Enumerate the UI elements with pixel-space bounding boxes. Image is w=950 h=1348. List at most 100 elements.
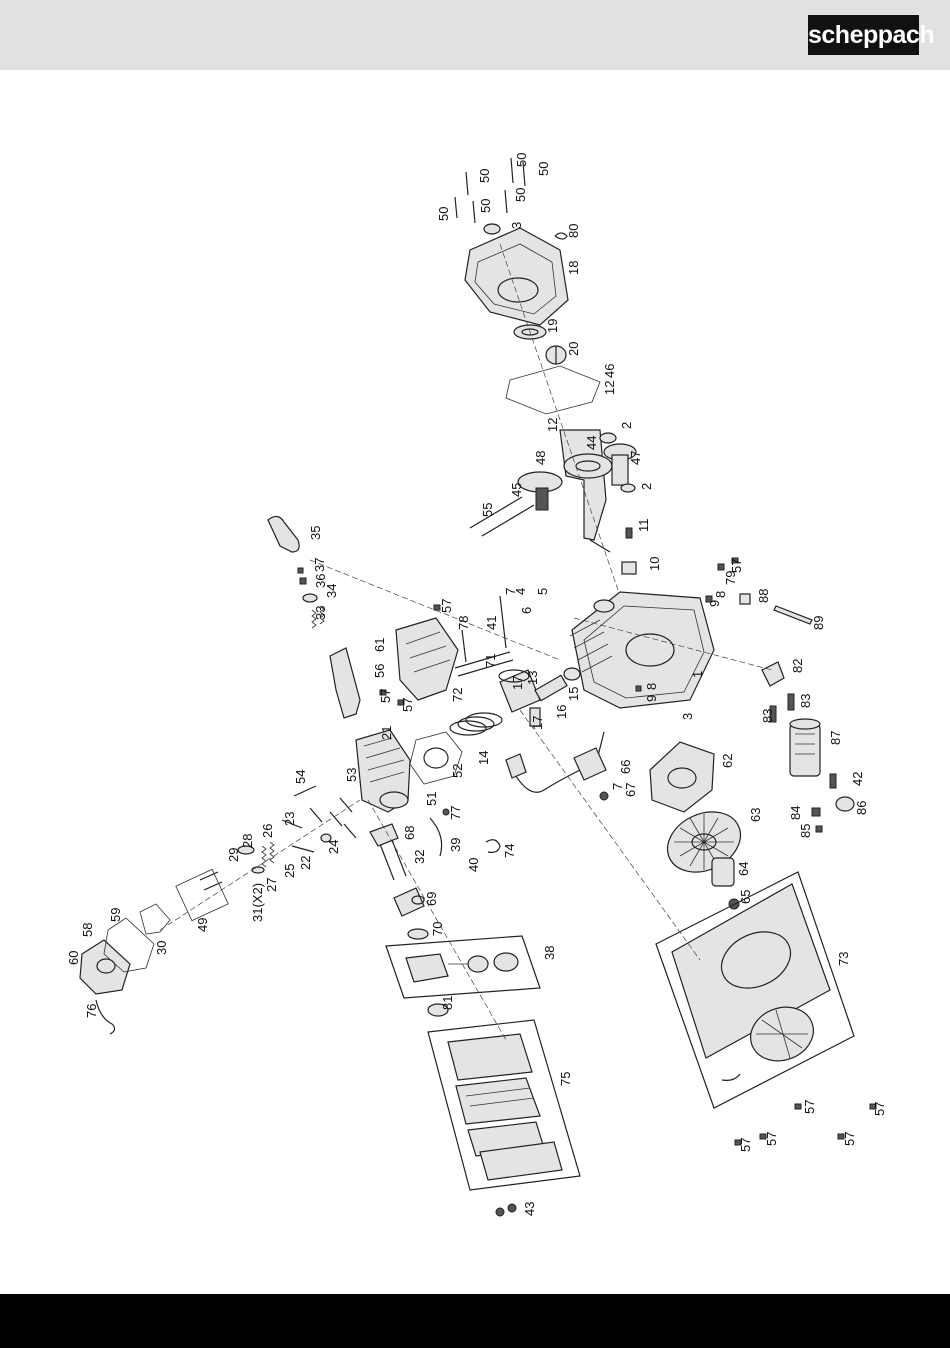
callout-c85: 85 [798, 824, 813, 838]
plug-cap [505, 753, 527, 779]
callout-c3a: 3 [509, 222, 524, 229]
callout-c39: 39 [448, 838, 463, 852]
callout-c41: 41 [484, 616, 499, 630]
callout-c57h: 57 [764, 1132, 779, 1146]
callout-c24: 24 [326, 840, 341, 854]
callout-c57f: 57 [872, 1102, 887, 1116]
callout-c56: 56 [372, 664, 387, 678]
callout-c10: 10 [647, 557, 662, 571]
pushrods-71-72 [454, 651, 511, 669]
callout-c21: 21 [379, 726, 394, 740]
callout-c83a: 83 [798, 694, 813, 708]
rod-41 [499, 595, 507, 649]
clip-77 [442, 808, 450, 816]
callout-c52: 52 [450, 764, 465, 778]
callout-c66: 66 [618, 760, 633, 774]
callout-c12b: 12 [602, 381, 617, 395]
clamp-74 [485, 839, 501, 853]
callout-c50c: 50 [536, 162, 551, 176]
callout-c50a: 50 [477, 169, 492, 183]
callout-c53: 53 [344, 768, 359, 782]
callout-c30: 30 [154, 941, 169, 955]
gasket-46 [505, 365, 601, 415]
callout-c18: 18 [566, 261, 581, 275]
callout-c9b: 9 [644, 695, 659, 702]
callout-c14: 14 [476, 751, 491, 765]
valve-cover-58 [79, 939, 131, 995]
callout-c57e: 57 [802, 1100, 817, 1114]
breather-pipe-35 [267, 515, 300, 553]
hose-76 [95, 999, 116, 1035]
callout-c89: 89 [811, 616, 826, 630]
callout-c47: 47 [628, 451, 643, 465]
spring-78 [461, 629, 467, 663]
callout-c63: 63 [748, 808, 763, 822]
callout-c65: 65 [738, 890, 753, 904]
callout-c3b: 3 [680, 713, 695, 720]
ignition-coil-66 [573, 747, 607, 781]
piston-rings-14 [449, 712, 503, 736]
callout-c68: 68 [402, 826, 417, 840]
callout-c2a: 2 [619, 422, 634, 429]
callout-c43: 43 [522, 1202, 537, 1216]
gasket-59 [103, 917, 155, 973]
nuts-43 [495, 1203, 517, 1217]
callout-c73: 73 [836, 952, 851, 966]
callout-c51: 51 [424, 792, 439, 806]
carburetor-69 [393, 887, 425, 917]
callout-c50d: 50 [436, 207, 451, 221]
camshaft-47 [599, 432, 637, 493]
callout-c29: 29 [226, 848, 241, 862]
muffler-61 [395, 617, 459, 701]
callout-c46: 46 [602, 364, 617, 378]
callout-c48: 48 [533, 451, 548, 465]
callout-c54: 54 [293, 770, 308, 784]
callout-c7a: 7 [503, 588, 518, 595]
callout-c81: 81 [440, 996, 455, 1010]
callout-c84: 84 [788, 806, 803, 820]
callout-c82: 82 [790, 659, 805, 673]
callout-c86: 86 [854, 801, 869, 815]
callout-c22: 22 [298, 856, 313, 870]
callout-c11: 11 [636, 519, 651, 533]
callout-c50e: 50 [478, 199, 493, 213]
callout-c6: 6 [519, 607, 534, 614]
carburetor-assembly-38 [385, 935, 541, 999]
callout-c57d: 57 [400, 698, 415, 712]
crankshaft-44 [559, 429, 613, 553]
callout-c57a: 57 [729, 559, 744, 573]
callout-c57i: 57 [842, 1132, 857, 1146]
callout-c57g: 57 [738, 1138, 753, 1152]
starter-cup-64 [711, 857, 735, 887]
gasket-30 [139, 903, 171, 935]
callout-c25: 25 [282, 864, 297, 878]
callout-c50b: 50 [514, 153, 529, 167]
callout-c59: 59 [108, 908, 123, 922]
callout-c74: 74 [502, 844, 517, 858]
connecting-rod-15 [534, 667, 581, 702]
callout-c60: 60 [66, 951, 81, 965]
callout-c5: 5 [535, 588, 550, 595]
callout-c55: 55 [480, 503, 495, 517]
screws-57 [379, 557, 877, 1146]
callout-c20: 20 [566, 342, 581, 356]
callout-c8b: 8 [644, 683, 659, 690]
clip-88 [739, 593, 751, 605]
callout-c88: 88 [756, 589, 771, 603]
flywheel-62 [649, 741, 715, 813]
heat-shield-56 [329, 647, 361, 719]
callout-c2b: 2 [639, 483, 654, 490]
studs-32 [379, 839, 407, 881]
spark-plug-54 [293, 785, 317, 797]
callout-c40: 40 [466, 858, 481, 872]
gasket-81 [427, 1003, 449, 1017]
callout-c87: 87 [828, 731, 843, 745]
callout-c1: 1 [690, 671, 705, 678]
callout-c37: 37 [312, 558, 327, 572]
head-bolts-53-51 [309, 797, 357, 839]
callout-c17b: 17 [530, 716, 545, 730]
air-filter-75 [427, 1019, 581, 1191]
page-header: scheppach [0, 0, 950, 70]
leader-lines [159, 243, 773, 1041]
callout-c15: 15 [566, 687, 581, 701]
